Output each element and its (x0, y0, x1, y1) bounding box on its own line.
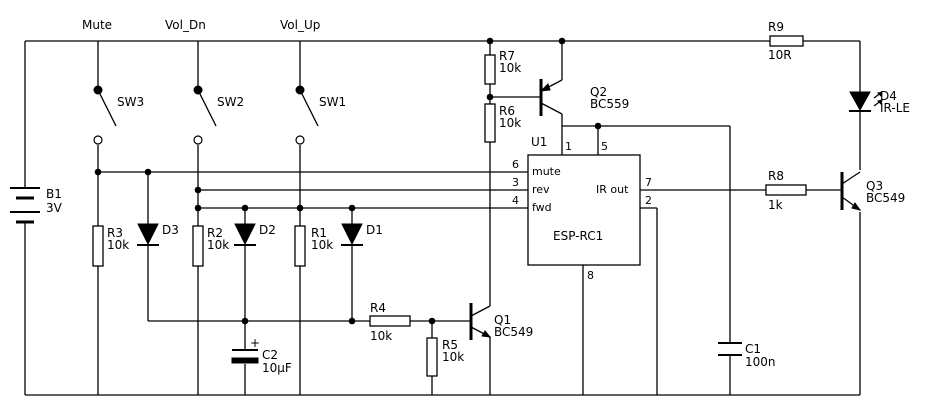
ic-pin-label-rev: rev (532, 183, 550, 196)
resistor-r3-value: 10k (107, 238, 129, 252)
resistor-r5: R5 10k (426, 337, 464, 377)
resistor-r1-value: 10k (311, 238, 333, 252)
diode-d2: D2 (234, 223, 276, 246)
resistor-r3-name: R3 (107, 226, 123, 240)
resistor-r3: R3 10k (92, 225, 129, 267)
resistor-r9: R9 10R (768, 20, 804, 62)
resistor-r7: R7 10k (484, 49, 521, 85)
transistor-q2-value: BC559 (590, 97, 629, 111)
resistor-r2: R2 10k (192, 225, 229, 267)
ic-pin-8: 8 (587, 269, 594, 282)
resistor-r9-name: R9 (768, 20, 784, 34)
switch-label-vol-up: Vol_Up (280, 18, 320, 32)
capacitor-c2-value: 10µF (262, 361, 292, 375)
resistor-r2-name: R2 (207, 226, 223, 240)
switch-sw2: Vol_Dn SW2 (165, 18, 244, 145)
switch-label-vol-dn: Vol_Dn (165, 18, 206, 32)
resistor-r6: R6 10k (484, 103, 521, 143)
capacitor-c2-polarity: + (250, 336, 260, 350)
ic-pin-label-fwd: fwd (532, 201, 552, 214)
resistor-r4-value: 10k (370, 329, 392, 343)
battery-value: 3V (46, 201, 63, 215)
diode-d3-name: D3 (162, 223, 179, 237)
diode-d1-name: D1 (366, 223, 383, 237)
capacitor-c2: + C2 10µF (231, 336, 292, 375)
ic-pin-4: 4 (512, 194, 519, 207)
ic-pin-7: 7 (645, 176, 652, 189)
capacitor-c1-value: 100n (745, 355, 776, 369)
diode-d4-value: IR-LE (880, 101, 910, 115)
switch-sw3: Mute SW3 (82, 18, 144, 145)
switch-name-sw1: SW1 (319, 95, 346, 109)
resistor-r7-name: R7 (499, 49, 515, 63)
ic-pin-label-mute: mute (532, 165, 561, 178)
diode-d1: D1 (341, 223, 383, 246)
ic-pin-3: 3 (512, 176, 519, 189)
transistor-q2-name: Q2 (590, 85, 607, 99)
ic-pin-6: 6 (512, 158, 519, 171)
battery-b1: B1 3V (10, 187, 63, 226)
ic-part: ESP-RC1 (553, 229, 603, 243)
wires (24, 40, 861, 396)
resistor-r9-value: 10R (768, 48, 792, 62)
resistor-r5-value: 10k (442, 350, 464, 364)
transistor-q3-value: BC549 (866, 191, 905, 205)
ic-name: U1 (531, 135, 547, 149)
diode-d4-led: D4 IR-LE (849, 89, 910, 115)
transistor-q2: Q2 BC559 (539, 79, 629, 116)
ic-u1: U1 ESP-RC1 mute rev fwd IR out 1 5 6 3 4… (512, 135, 652, 282)
transistor-q1: Q1 BC549 (469, 303, 533, 340)
capacitor-c1: C1 100n (718, 342, 776, 369)
diode-d2-name: D2 (259, 223, 276, 237)
transistor-q1-value: BC549 (494, 325, 533, 339)
ic-pin-2: 2 (645, 194, 652, 207)
transistor-q1-name: Q1 (494, 313, 511, 327)
ic-pin-label-irout: IR out (596, 183, 629, 196)
capacitor-c1-name: C1 (745, 342, 761, 356)
transistor-q3: Q3 BC549 (840, 171, 905, 211)
resistor-r5-name: R5 (442, 338, 458, 352)
transistor-q3-name: Q3 (866, 179, 883, 193)
battery-name: B1 (46, 187, 62, 201)
resistor-r1: R1 10k (294, 225, 333, 267)
resistor-r4: R4 10k (369, 301, 411, 343)
switch-name-sw3: SW3 (117, 95, 144, 109)
switch-label-mute: Mute (82, 18, 112, 32)
resistor-r6-value: 10k (499, 116, 521, 130)
capacitor-c2-name: C2 (262, 348, 278, 362)
resistor-r6-name: R6 (499, 104, 515, 118)
resistor-r2-value: 10k (207, 238, 229, 252)
resistor-r8-value: 1k (768, 198, 783, 212)
diode-d4-name: D4 (880, 89, 897, 103)
resistor-r1-name: R1 (311, 226, 327, 240)
junction-dots (94, 37, 602, 325)
switch-name-sw2: SW2 (217, 95, 244, 109)
ic-pin-5: 5 (601, 140, 608, 153)
switch-sw1: Vol_Up SW1 (280, 18, 346, 145)
resistor-r8: R8 1k (765, 169, 807, 212)
resistor-r8-name: R8 (768, 169, 784, 183)
ic-pin-1: 1 (565, 140, 572, 153)
resistor-r7-value: 10k (499, 61, 521, 75)
diode-d3: D3 (137, 223, 179, 246)
resistor-r4-name: R4 (370, 301, 386, 315)
